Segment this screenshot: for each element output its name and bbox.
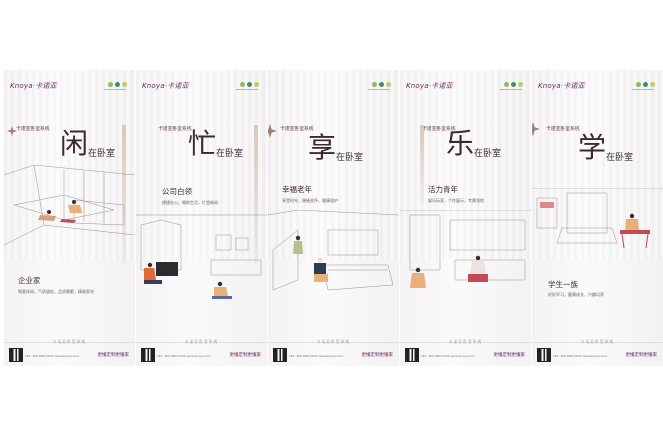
persona-title: 学生一族	[548, 280, 578, 289]
persona-title: 公司白领	[162, 187, 192, 196]
accent-bar	[122, 125, 126, 265]
system-label: 卡诺亚卧室系统	[546, 127, 580, 132]
sparkle-icon	[268, 124, 277, 138]
contact-info: TEL: 400-888-0000 www.knoya.com	[289, 354, 344, 358]
brand-dots-icon	[108, 82, 127, 87]
bedroom-illustration	[268, 210, 399, 291]
persona-title: 企业家	[18, 276, 41, 285]
poster-4: Knoya·卡诺亚 卡诺亚卧室系统 乐 在卧室 活力青年 娱乐玩家，个性展示，专…	[400, 70, 531, 366]
poster-room: 在卧室	[606, 153, 634, 163]
footer-divider	[268, 342, 399, 343]
bedroom-illustration	[400, 210, 531, 288]
footer-center: 卡诺亚卧室系统	[52, 339, 87, 344]
poster-char: 享	[308, 131, 337, 164]
brand-logo: Knoya·卡诺亚	[10, 82, 57, 90]
footer-divider	[136, 342, 267, 343]
stripe-texture	[268, 70, 399, 260]
system-label: 卡诺亚卧室系统	[422, 127, 456, 132]
contact-info: TEL: 400-888-0000 www.knoya.com	[421, 354, 476, 358]
persona-desc: 好好学习，健康成长，兴趣培养	[548, 292, 604, 297]
brand-logo: Knoya·卡诺亚	[142, 82, 189, 90]
bedroom-illustration	[136, 214, 267, 299]
footer-divider	[400, 342, 531, 343]
bedroom-illustration	[532, 188, 663, 249]
qr-code-icon	[141, 348, 155, 362]
persona-desc: 享受时光，便捷关怀，健康陪护	[282, 198, 338, 203]
brand-slogan: 更懂定制更懂家	[361, 353, 394, 358]
contact-info: TEL: 400-888-0000 www.knoya.com	[157, 354, 212, 358]
persona-desc: 惬意休闲，气质放松，品质睡眠，精致家宅	[18, 289, 94, 294]
poster-room: 在卧室	[88, 149, 116, 159]
persona-desc: 便捷办公，睡前生活，忙里偷闲	[162, 200, 218, 205]
brand-dots-icon	[372, 82, 391, 87]
system-label: 卡诺亚卧室系统	[16, 127, 50, 132]
poster-2: Knoya·卡诺亚 卡诺亚卧室系统 忙 在卧室 公司白领 便捷办公，睡前生活，忙…	[136, 70, 267, 366]
brand-dots-icon	[636, 82, 655, 87]
qr-code-icon	[9, 348, 23, 362]
contact-info: TEL: 400-888-0000 www.knoya.com	[553, 354, 608, 358]
footer-center: 卡诺亚卧室系统	[448, 339, 483, 344]
poster-room: 在卧室	[216, 149, 244, 159]
brand-dots-underline	[104, 89, 126, 90]
system-label: 卡诺亚卧室系统	[280, 127, 314, 132]
stripe-texture	[532, 70, 663, 260]
poster-char: 忙	[188, 127, 217, 160]
poster-room: 在卧室	[336, 153, 364, 163]
brand-slogan: 更懂定制更懂家	[229, 353, 262, 358]
brand-dots-icon	[504, 82, 523, 87]
brand-dots-underline	[632, 89, 654, 90]
brand-dots-icon	[240, 82, 259, 87]
qr-code-icon	[405, 348, 419, 362]
brand-logo: Knoya·卡诺亚	[406, 82, 453, 90]
poster-1: Knoya·卡诺亚 卡诺亚卧室系统 闲 在卧室 企业家 惬意休闲，气质放松，品质…	[4, 70, 135, 366]
persona-title: 活力青年	[428, 185, 458, 194]
poster-char: 乐	[446, 127, 475, 160]
poster-char: 闲	[60, 127, 89, 160]
accent-bar	[420, 125, 424, 205]
accent-bar	[254, 125, 258, 265]
stripe-texture	[136, 70, 267, 260]
footer-center: 卡诺亚卧室系统	[184, 339, 219, 344]
brand-dots-underline	[236, 89, 258, 90]
brand-logo: Knoya·卡诺亚	[538, 82, 585, 90]
qr-code-icon	[537, 348, 551, 362]
qr-code-icon	[273, 348, 287, 362]
poster-3: Knoya·卡诺亚 卡诺亚卧室系统 享 在卧室 幸福老年 享受时光，便捷关怀，健…	[268, 70, 399, 366]
bedroom-illustration	[4, 165, 135, 246]
stripe-texture	[4, 70, 135, 260]
system-label: 卡诺亚卧室系统	[158, 127, 192, 132]
poster-room: 在卧室	[474, 149, 502, 159]
brand-dots-underline	[500, 89, 522, 90]
brand-slogan: 更懂定制更懂家	[493, 353, 526, 358]
persona-desc: 娱乐玩家，个性展示，专属领地	[428, 198, 484, 203]
brand-dots-underline	[368, 89, 390, 90]
footer-divider	[4, 342, 135, 343]
poster-char: 学	[578, 131, 607, 164]
persona-title: 幸福老年	[282, 185, 312, 194]
footer-center: 卡诺亚卧室系统	[316, 339, 351, 344]
brand-slogan: 更懂定制更懂家	[97, 353, 130, 358]
brand-slogan: 更懂定制更懂家	[625, 353, 658, 358]
sparkle-icon	[532, 122, 540, 136]
contact-info: TEL: 400-888-0000 www.knoya.com	[25, 354, 80, 358]
sparkle-icon	[7, 126, 17, 136]
footer-center: 卡诺亚卧室系统	[580, 339, 615, 344]
footer-divider	[532, 342, 663, 343]
poster-5: Knoya·卡诺亚 卡诺亚卧室系统 学 在卧室 学生一族 好好学习，健康成长，兴…	[532, 70, 663, 366]
